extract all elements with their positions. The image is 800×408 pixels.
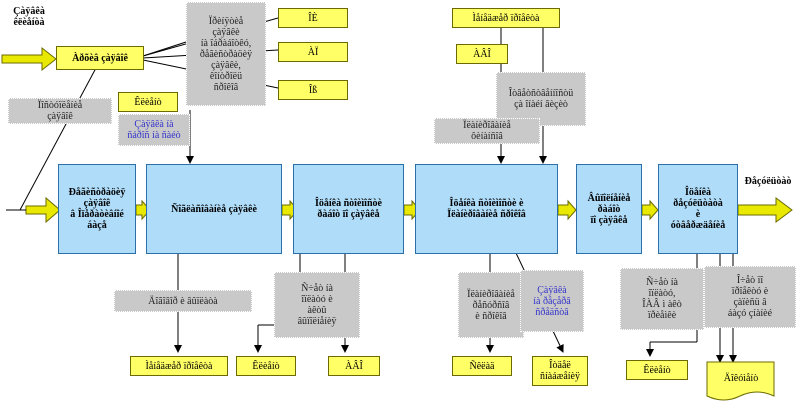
finance-planning-note: Ïëàíèðîâàíèå ôèíàíñîâ [434, 118, 540, 144]
client-box-bottom-1[interactable]: Êëèåíò [236, 356, 296, 376]
warehouse-box[interactable]: Ñêëàä [452, 356, 512, 376]
output-arrow [737, 197, 793, 223]
project-manager-box-bottom[interactable]: Ìåíåäæåð ïðîåêòà [130, 356, 228, 376]
flow-arrow-5 [641, 199, 659, 221]
client-box-top[interactable]: Êëèåíò [118, 92, 178, 112]
process-registration[interactable]: Ðåãèñòðàöèÿ çàÿâîê â Îïåðàòèâíîé áàçå [58, 164, 136, 254]
intake-note: Ïðèíÿòèå çàÿâêè íà îáðàáîòêó, ðåãèñòðàöè… [186, 2, 266, 106]
input-label: Çàÿâêà êëèåíòà [13, 6, 45, 28]
responsibility-note: Îòâåòñòâåííîñòü çà îíàéí âèçèò [496, 72, 586, 126]
department-box-iy[interactable]: Îß [278, 80, 348, 100]
process-cost-estimate[interactable]: Îöåíêà ñòîèìîñòè ðàáîò ïî çàÿâêå [293, 164, 404, 254]
avo-box-top[interactable]: ÀÂÎ [456, 44, 508, 64]
client-box-bottom-2[interactable]: Êëèåíò [626, 360, 688, 380]
project-report-note: Î÷åò ïî ïðîåêòó è çàïèñü â áàçó çíàíèé [704, 266, 796, 328]
document-shape [706, 361, 775, 401]
process-agreement[interactable]: Ñîãëàñîâàíèå çàÿâêè [146, 164, 282, 254]
invoice-receipt-note: Ñ÷åò íà îïëàòó, ÎÀÂ ì àêò ïðèåìêè [620, 268, 704, 330]
contract-payment-note: Äîãîâîð è âûïëàòà [114, 290, 252, 312]
process-planning[interactable]: Îöåíêà ñòîèìîñòè è Ïëàíèðîâàíèå ñðîêîâ [415, 164, 558, 254]
resource-planning-note: Ïëàíèðîâàíèå ðåñóðñîâ è ñðîêîâ [458, 272, 524, 338]
supply-department-box[interactable]: Îòäåë ñíàáæåíèÿ [532, 356, 588, 386]
invoice-acts-note: Ñ÷åò íà îïëàòó è àêòû âûïîëíåíèÿ [274, 272, 360, 338]
input-arrow-top [1, 46, 57, 72]
input-arrow-main [25, 196, 61, 224]
result-label: Ðåçóëüòàò [744, 175, 792, 187]
department-box-ai[interactable]: ÀÏ [278, 42, 348, 62]
incoming-applications-note: Ïîñòóïëåíèå çàÿâîê [8, 98, 112, 124]
process-execution[interactable]: Âûïîëíåíèå ðàáîò ïî çàÿâêå [576, 164, 642, 254]
reserve-request-note: Çàÿâêà íà ðåçåðâ ñðåäñòâ [520, 270, 584, 332]
client-site-note: Çàÿâêà íà ñáðîñ íà ñàéò [118, 114, 190, 146]
document-label: Äîêóìåíò [723, 372, 759, 384]
project-manager-box-top[interactable]: Ìåíåäæåð ïðîåêòà [452, 8, 560, 28]
avo-box-bottom[interactable]: ÀÂÎ [328, 356, 380, 376]
process-evaluation[interactable]: Îöåíêà ðåçóëüòàòà è óòâåðæäåíèå [658, 164, 738, 254]
flow-arrow-4 [557, 199, 577, 221]
applications-archive-box[interactable]: Àðõèâ çàÿâîê [56, 46, 144, 70]
department-box-oi[interactable]: ÎÈ [278, 8, 348, 28]
